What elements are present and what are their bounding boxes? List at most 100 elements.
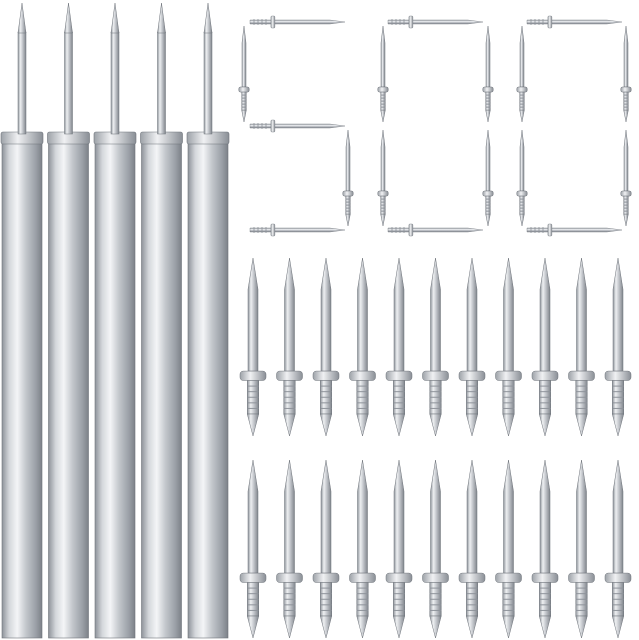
nail-shaft (526, 19, 623, 25)
nail-lower-point (519, 213, 525, 227)
nail-shaft (249, 227, 346, 233)
small-nail-vertical (342, 129, 354, 227)
small-nail-horizontal (526, 223, 623, 237)
double-headed-nail (568, 459, 595, 639)
small-nail-vertical (482, 25, 494, 123)
double-headed-nail (568, 257, 595, 437)
nail-washer (408, 15, 414, 29)
nail-upper-shaft (380, 129, 386, 192)
digit-0 (516, 15, 632, 237)
nail-lower-point (380, 109, 386, 123)
nail-washer (422, 572, 449, 583)
nail-upper-shaft (485, 129, 491, 192)
double-headed-nail (276, 257, 303, 437)
nail-lower-point (345, 213, 351, 227)
small-nail-vertical (377, 25, 389, 123)
nail-lower-point (283, 413, 296, 437)
nail-washer (270, 15, 276, 29)
double-headed-nail (385, 459, 413, 639)
nail-lower-point (392, 413, 406, 437)
double-headed-nail (531, 257, 559, 437)
nail-upper-shaft (380, 25, 386, 88)
double-headed-nail (458, 459, 486, 639)
nail-lower-point (283, 615, 296, 639)
double-headed-nail (495, 257, 522, 437)
small-nail-vertical (377, 129, 389, 227)
nail-upper-shaft (466, 459, 478, 574)
nail-washer (482, 86, 494, 93)
nail-washer (516, 190, 528, 197)
nail-upper-shaft (320, 257, 332, 372)
setting-tool (186, 2, 230, 639)
small-nail-horizontal (387, 15, 484, 29)
nail-upper-shaft (466, 257, 478, 372)
double-headed-nail (349, 257, 376, 437)
nail-shaft (249, 19, 346, 25)
nail-lower-point (485, 213, 491, 227)
nail-upper-shaft (539, 257, 551, 372)
nail-upper-shaft (247, 257, 259, 372)
nail-washer (408, 223, 414, 237)
small-nail-horizontal (249, 15, 346, 29)
setting-tool (0, 2, 44, 639)
nail-washer (312, 572, 340, 583)
nail-washer (276, 572, 303, 583)
nail-washer (568, 370, 595, 381)
nail-washer (604, 572, 632, 583)
nail-upper-shaft (357, 257, 368, 372)
nail-washer (495, 370, 522, 381)
nail-lower-point (502, 615, 515, 639)
double-headed-nail (239, 257, 267, 437)
nail-lower-point (502, 413, 515, 437)
nail-washer (270, 119, 276, 133)
nail-washer (239, 572, 267, 583)
nail-washer (547, 15, 553, 29)
nail-shaft (526, 227, 623, 233)
nail-upper-shaft (345, 129, 351, 192)
nail-lower-point (485, 109, 491, 123)
nail-rows-group (239, 257, 632, 639)
nail-washer (270, 223, 276, 237)
double-headed-nail (604, 459, 632, 639)
small-nail-vertical (620, 25, 632, 123)
setting-tool-body (187, 139, 229, 639)
setting-tool-pin (64, 31, 73, 135)
digit-0 (377, 15, 494, 237)
nail-lower-point (519, 109, 525, 123)
nail-lower-point (623, 109, 629, 123)
nail-upper-shaft (623, 25, 629, 88)
setting-tool-pin (157, 31, 166, 135)
nail-upper-shaft (612, 257, 624, 372)
nail-upper-shaft (485, 25, 491, 88)
nail-lower-point (380, 213, 386, 227)
nail-washer (342, 190, 354, 197)
double-headed-nail (604, 257, 632, 437)
small-nail-vertical (516, 25, 528, 123)
small-nail-horizontal (249, 223, 346, 237)
nail-washer (516, 86, 528, 93)
nail-upper-shaft (430, 459, 441, 574)
setting-tool-tip (203, 2, 213, 34)
setting-tool-pin (110, 31, 120, 135)
nail-washer (604, 370, 632, 381)
nail-upper-shaft (393, 459, 405, 574)
double-headed-nail (531, 459, 559, 639)
nail-washer (385, 370, 413, 381)
nail-upper-shaft (576, 459, 587, 574)
small-nail-vertical (238, 25, 250, 123)
nail-lower-point (538, 413, 552, 437)
nail-upper-shaft (284, 459, 295, 574)
nail-washer (239, 370, 267, 381)
nail-lower-point (319, 615, 333, 639)
small-nail-horizontal (387, 223, 484, 237)
nail-washer (385, 572, 413, 583)
nail-lower-point (611, 413, 625, 437)
double-headed-nail (312, 257, 340, 437)
nail-lower-point (465, 615, 479, 639)
nail-lower-point (319, 413, 333, 437)
nail-washer (568, 572, 595, 583)
nail-upper-shaft (623, 129, 629, 192)
nail-lower-point (246, 615, 260, 639)
setting-tool-body (48, 139, 89, 639)
